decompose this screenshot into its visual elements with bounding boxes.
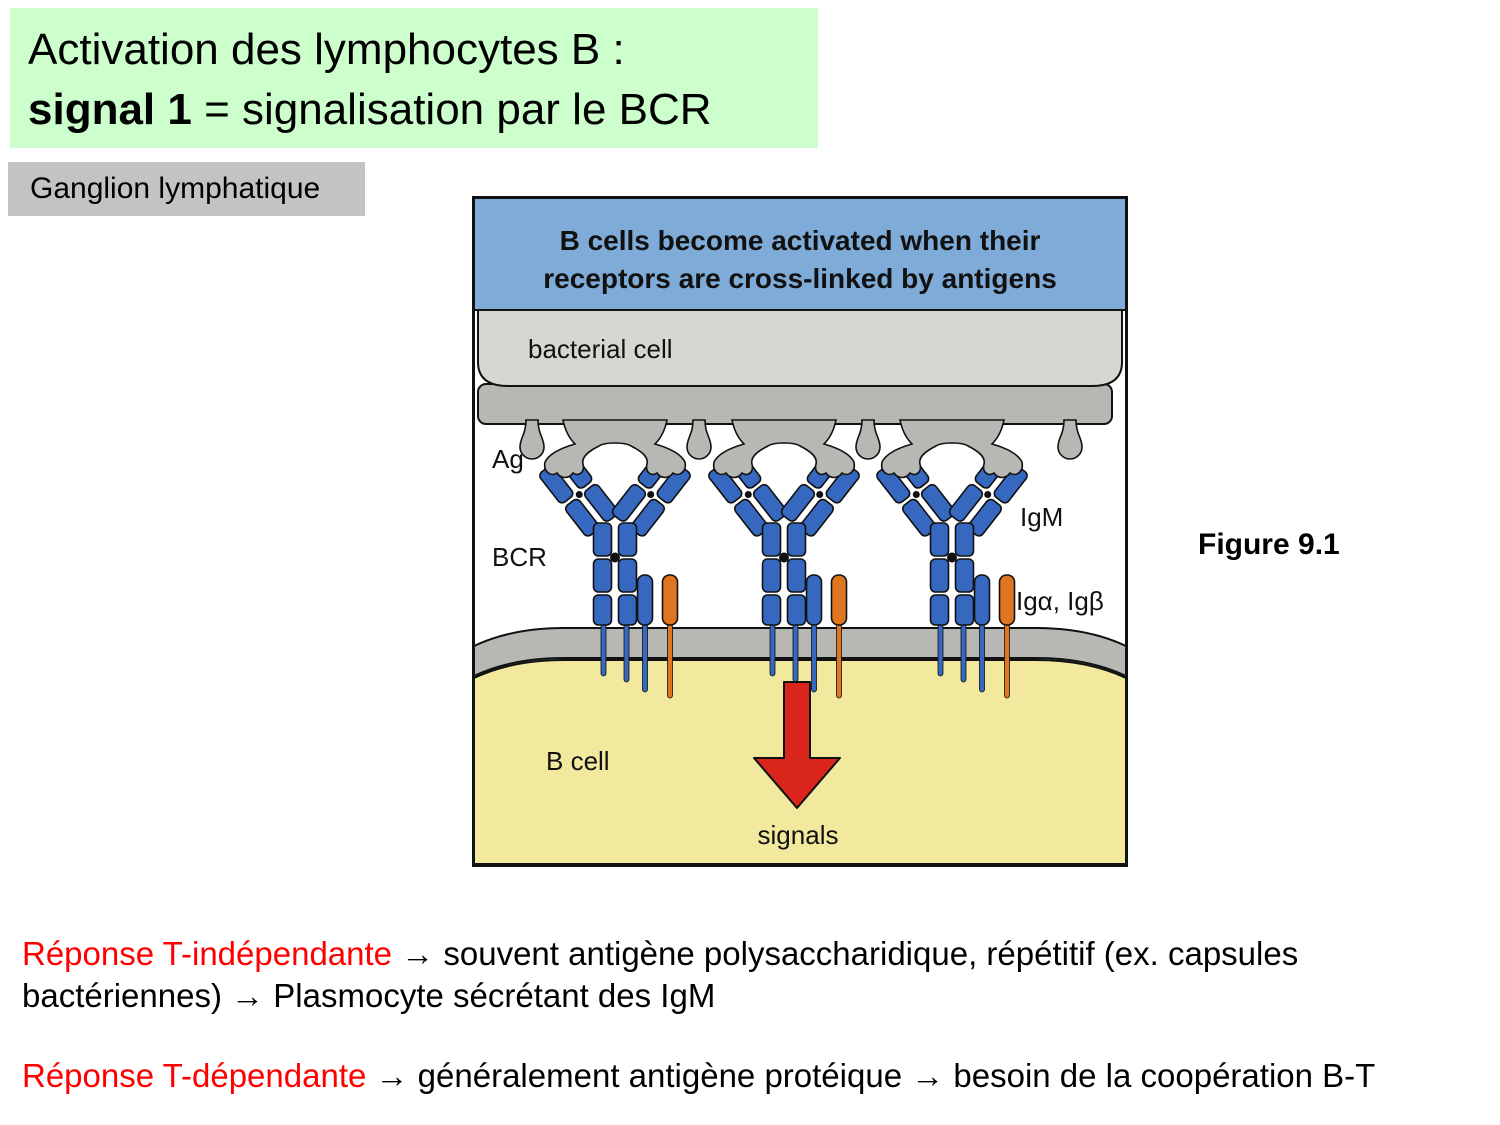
title-bold-part: signal 1 [28, 85, 192, 134]
note-lead-red: Réponse T-indépendante [22, 935, 393, 972]
signals-label: signals [758, 820, 839, 850]
igm-label: IgM [1020, 502, 1063, 532]
note-line: bactériennes) → Plasmocyte sécrétant des… [22, 977, 716, 1014]
bcr-figure: B cells become activated when their rece… [472, 196, 1128, 867]
figure-header-line1: B cells become activated when their [560, 225, 1041, 256]
title-rest-part: = signalisation par le BCR [191, 85, 712, 134]
slide-title: Activation des lymphocytes B : signal 1 … [10, 8, 818, 148]
note-t-dependent: Réponse T-dépendante → généralement anti… [22, 1055, 1482, 1097]
signals-arrow [753, 681, 841, 809]
bacterial-cell-label: bacterial cell [528, 334, 673, 364]
note-line: Réponse T-dépendante → généralement anti… [22, 1057, 1376, 1094]
figure-border [472, 196, 1128, 867]
slide-title-line2: signal 1 = signalisation par le BCR [28, 80, 818, 140]
note-lead-red: Réponse T-dépendante [22, 1057, 367, 1094]
ganglion-label: Ganglion lymphatique [8, 162, 365, 216]
b-cell-label: B cell [546, 746, 610, 776]
bcr-figure-svg: B cells become activated when their rece… [472, 196, 1128, 867]
figure-caption: Figure 9.1 [1198, 528, 1340, 561]
figure-header-line2: receptors are cross-linked by antigens [543, 263, 1057, 294]
note-line: Réponse T-indépendante → souvent antigèn… [22, 935, 1299, 972]
figure-header-band [473, 197, 1127, 311]
note-t-independent: Réponse T-indépendante → souvent antigèn… [22, 933, 1482, 1017]
ag-label: Ag [492, 444, 524, 474]
bacterial-surface-band [477, 383, 1113, 425]
bacterial-cell-shape [477, 309, 1123, 387]
bcr-label: BCR [492, 542, 547, 572]
iga-igb-label: Igα, Igβ [1016, 586, 1104, 616]
slide-title-line1: Activation des lymphocytes B : [28, 25, 625, 74]
